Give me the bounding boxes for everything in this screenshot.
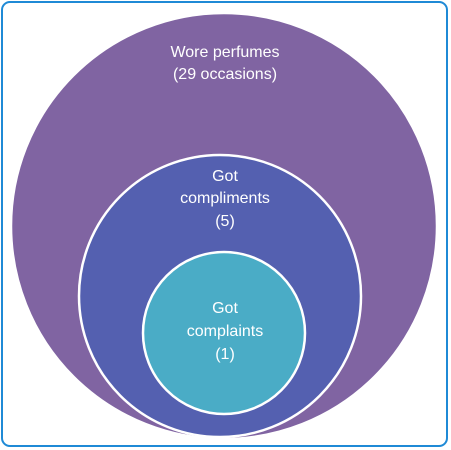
outer-label-line1: Wore perfumes	[170, 44, 279, 61]
inner-label-line2: complaints	[187, 323, 263, 340]
inner-label-line1: Got	[212, 300, 238, 317]
outer-label-line2: (29 occasions)	[173, 66, 277, 83]
inner-circle	[141, 250, 307, 416]
inner-label-line3: (1)	[215, 346, 235, 363]
middle-label-line3: (5)	[215, 213, 235, 230]
middle-label-line1: Got	[212, 168, 238, 185]
middle-label-line2: compliments	[180, 190, 270, 207]
